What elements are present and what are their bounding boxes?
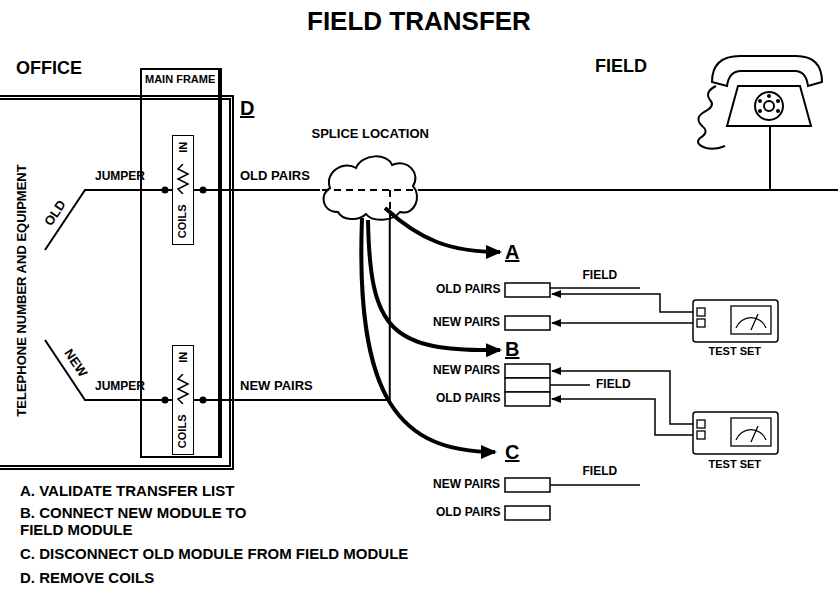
- label-text: FIELD: [595, 56, 647, 77]
- label-text: B. CONNECT NEW MODULE TO FIELD MODULE: [20, 504, 260, 539]
- pair-cable: [194, 189, 320, 191]
- label-text: A: [505, 241, 519, 264]
- label-text: A. VALIDATE TRANSFER LIST: [20, 482, 234, 499]
- label-text: OLD PAIRS: [436, 506, 500, 520]
- transfer-arrows: [361, 208, 500, 452]
- node-text: MAIN FRAME: [145, 73, 215, 86]
- label-text: OLD PAIRS: [436, 392, 500, 406]
- test-set: [693, 412, 778, 454]
- label-text: TELEPHONE NUMBER AND EQUIPMENT: [15, 164, 30, 416]
- splice-cloud: SPLICE LOCATION: [318, 150, 422, 222]
- label-text: JUMPER: [95, 170, 145, 184]
- label-text: NEW: [60, 346, 89, 380]
- node-text: COILS: [176, 204, 189, 238]
- label-text: NEW PAIRS: [433, 478, 500, 492]
- pair-cable: [194, 220, 390, 400]
- label-text: FIELD: [583, 269, 618, 283]
- label-text: B: [505, 338, 519, 361]
- test-leads: [552, 294, 693, 435]
- jumper-wires: [45, 190, 172, 400]
- coil-winding: [178, 374, 188, 404]
- cable-label: OLD PAIRS: [238, 169, 312, 184]
- node-text: SPLICE LOCATION: [312, 127, 429, 142]
- field-lines: [550, 288, 640, 485]
- coil-symbol: [173, 374, 193, 404]
- coil-box: COILS IN: [172, 135, 194, 245]
- cloud-outline: [318, 150, 422, 222]
- cable-modules: [505, 283, 550, 520]
- telephone-icon: [698, 56, 822, 149]
- office-region: OFFICEMAIN FRAMECOILSINCOILSIN: [0, 95, 234, 470]
- label-text: JUMPER: [95, 380, 145, 394]
- coil-symbol: [173, 164, 193, 194]
- label-text: OLD PAIRS: [436, 283, 500, 297]
- label-text: C. DISCONNECT OLD MODULE FROM FIELD MODU…: [20, 545, 408, 562]
- label-text: NEW PAIRS: [433, 364, 500, 378]
- node-text: IN: [177, 142, 190, 153]
- label-text: TEST SET: [709, 345, 762, 358]
- label-text: D. REMOVE COILS: [20, 569, 154, 586]
- label-text: NEW PAIRS: [433, 316, 500, 330]
- node-text: OFFICE: [16, 58, 82, 79]
- label-text: OLD: [41, 197, 69, 228]
- node-text: COILS: [176, 414, 189, 448]
- label-text: C: [505, 441, 519, 464]
- cable-label: NEW PAIRS: [238, 379, 315, 394]
- main-frame-box: MAIN FRAME COILS IN COILS IN: [140, 68, 222, 458]
- label-text: FIELD: [596, 378, 631, 392]
- coil-box: COILS IN: [172, 345, 194, 455]
- coil-winding: [178, 164, 188, 194]
- label-text: FIELD: [583, 465, 618, 479]
- label-text: D: [240, 97, 254, 120]
- cloud-shape: [323, 156, 417, 219]
- test-set: [693, 300, 778, 342]
- node-text: IN: [177, 352, 190, 363]
- diagram-title: FIELD TRANSFER: [307, 7, 531, 37]
- label-text: TEST SET: [709, 458, 762, 471]
